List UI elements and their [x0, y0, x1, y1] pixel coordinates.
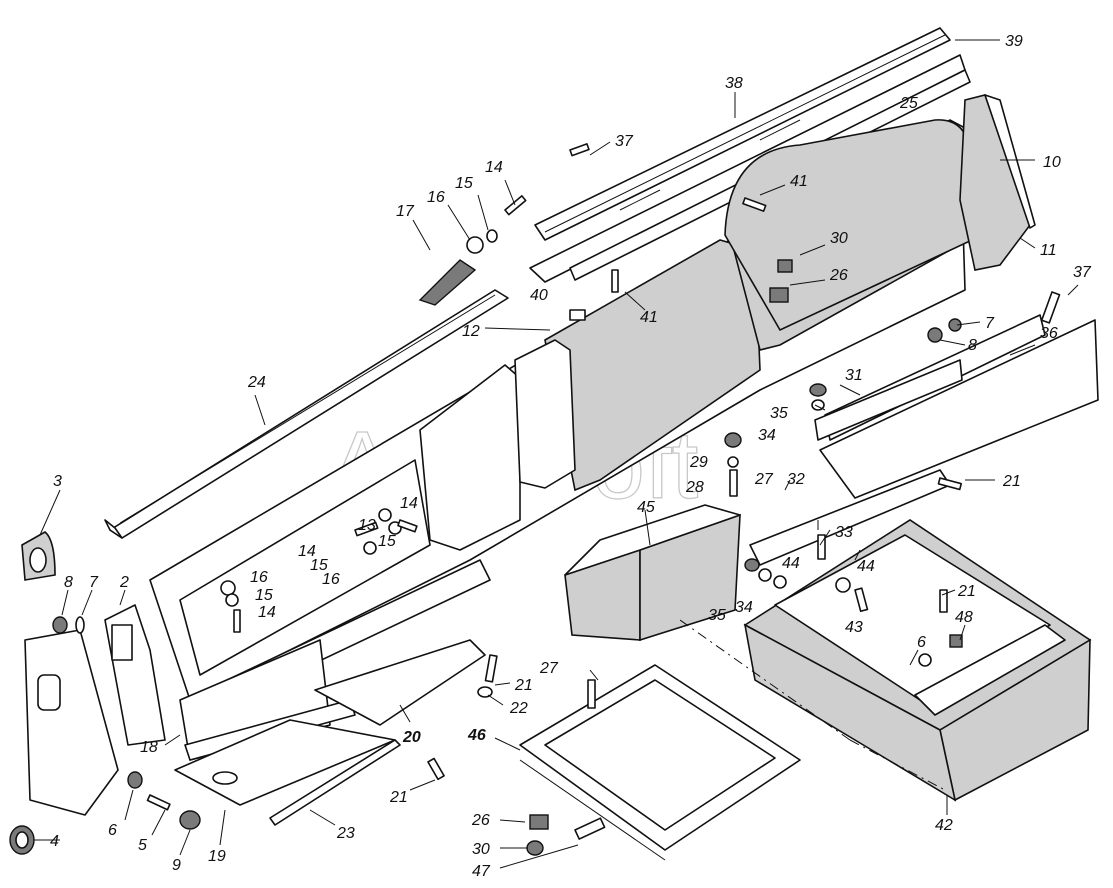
callout-24: 24 [247, 374, 266, 391]
callout-labels: 39 38 37 25 10 11 14 15 16 17 41 30 26 4… [50, 33, 1092, 880]
part-31-bracket [814, 359, 963, 441]
callout-8: 8 [968, 337, 977, 354]
callout-45: 45 [637, 499, 655, 516]
callout-9: 9 [172, 857, 181, 874]
callout-15-d: 15 [255, 587, 273, 604]
callout-4: 4 [50, 833, 59, 850]
callout-37: 37 [615, 133, 634, 150]
callout-30: 30 [830, 230, 848, 247]
callout-10: 10 [1043, 154, 1061, 171]
callout-25: 25 [899, 95, 918, 112]
callout-30-b: 30 [472, 841, 490, 858]
callout-35: 35 [770, 405, 788, 422]
callout-16-b: 16 [250, 569, 268, 586]
callout-14-c: 14 [298, 543, 316, 560]
callout-44: 44 [782, 555, 800, 572]
part-1-side-panel [24, 629, 119, 816]
callout-6-b: 6 [108, 822, 117, 839]
callout-22: 22 [509, 700, 528, 717]
callout-2: 2 [119, 574, 129, 591]
callout-41-b: 41 [640, 309, 658, 326]
callout-27: 27 [754, 471, 774, 488]
callout-39: 39 [1005, 33, 1023, 50]
callout-6: 6 [917, 634, 926, 651]
callout-21-d: 21 [389, 789, 408, 806]
callout-14: 14 [485, 159, 503, 176]
callout-8-b: 8 [64, 574, 73, 591]
part-4-ring [9, 825, 35, 855]
small-hardware [52, 143, 1061, 856]
callout-20: 20 [402, 729, 421, 746]
leader-lines [34, 141, 1079, 869]
callout-37-b: 37 [1073, 264, 1092, 281]
callout-17: 17 [396, 203, 415, 220]
callout-7-b: 7 [89, 574, 99, 591]
callout-7: 7 [985, 315, 995, 332]
callout-16-c: 16 [322, 571, 340, 588]
callout-46: 46 [467, 727, 486, 744]
part-20-bracket [314, 639, 486, 726]
callout-3: 3 [53, 473, 62, 490]
callout-15-b: 15 [378, 533, 396, 550]
callout-13: 13 [358, 517, 376, 534]
part-23-rod [269, 739, 401, 826]
callout-14-d: 14 [258, 604, 276, 621]
callout-14-b: 14 [400, 495, 418, 512]
callout-32: 32 [787, 471, 805, 488]
callout-33: 33 [835, 524, 853, 541]
part-24-strip [104, 289, 509, 539]
part-2-side-panel [104, 604, 166, 746]
callout-28: 28 [685, 479, 704, 496]
part-39-rail [534, 27, 1000, 241]
callout-15: 15 [455, 175, 473, 192]
callout-36: 36 [1040, 325, 1058, 342]
callout-21: 21 [1002, 473, 1021, 490]
callout-11: 11 [1040, 242, 1057, 259]
callout-16: 16 [427, 189, 445, 206]
callout-21-c: 21 [514, 677, 533, 694]
part-10-bracket [959, 94, 1036, 271]
callout-43: 43 [845, 619, 863, 636]
callout-34: 34 [758, 427, 776, 444]
callout-26-b: 26 [471, 812, 490, 829]
part-42-tray [743, 519, 1092, 815]
callout-5: 5 [138, 837, 147, 854]
callout-31: 31 [845, 367, 863, 384]
part-3-clip [21, 531, 56, 581]
callout-23: 23 [336, 825, 355, 842]
callout-18: 18 [140, 739, 158, 756]
callout-41: 41 [790, 173, 808, 190]
part-45-box [564, 504, 741, 642]
callout-15-c: 15 [310, 557, 328, 574]
callout-35-b: 35 [708, 607, 726, 624]
callout-40: 40 [530, 287, 548, 304]
callout-26: 26 [829, 267, 848, 284]
callout-48: 48 [955, 609, 973, 626]
callout-27-b: 27 [539, 660, 559, 677]
callout-47: 47 [472, 863, 491, 880]
callout-34-b: 34 [735, 599, 753, 616]
part-46-tray [494, 664, 801, 861]
callout-21-b: 21 [957, 583, 976, 600]
callout-38: 38 [725, 75, 743, 92]
callout-12: 12 [462, 323, 480, 340]
callout-44-b: 44 [857, 558, 875, 575]
callout-19: 19 [208, 848, 226, 865]
callout-29: 29 [689, 454, 708, 471]
callout-42: 42 [935, 817, 953, 834]
